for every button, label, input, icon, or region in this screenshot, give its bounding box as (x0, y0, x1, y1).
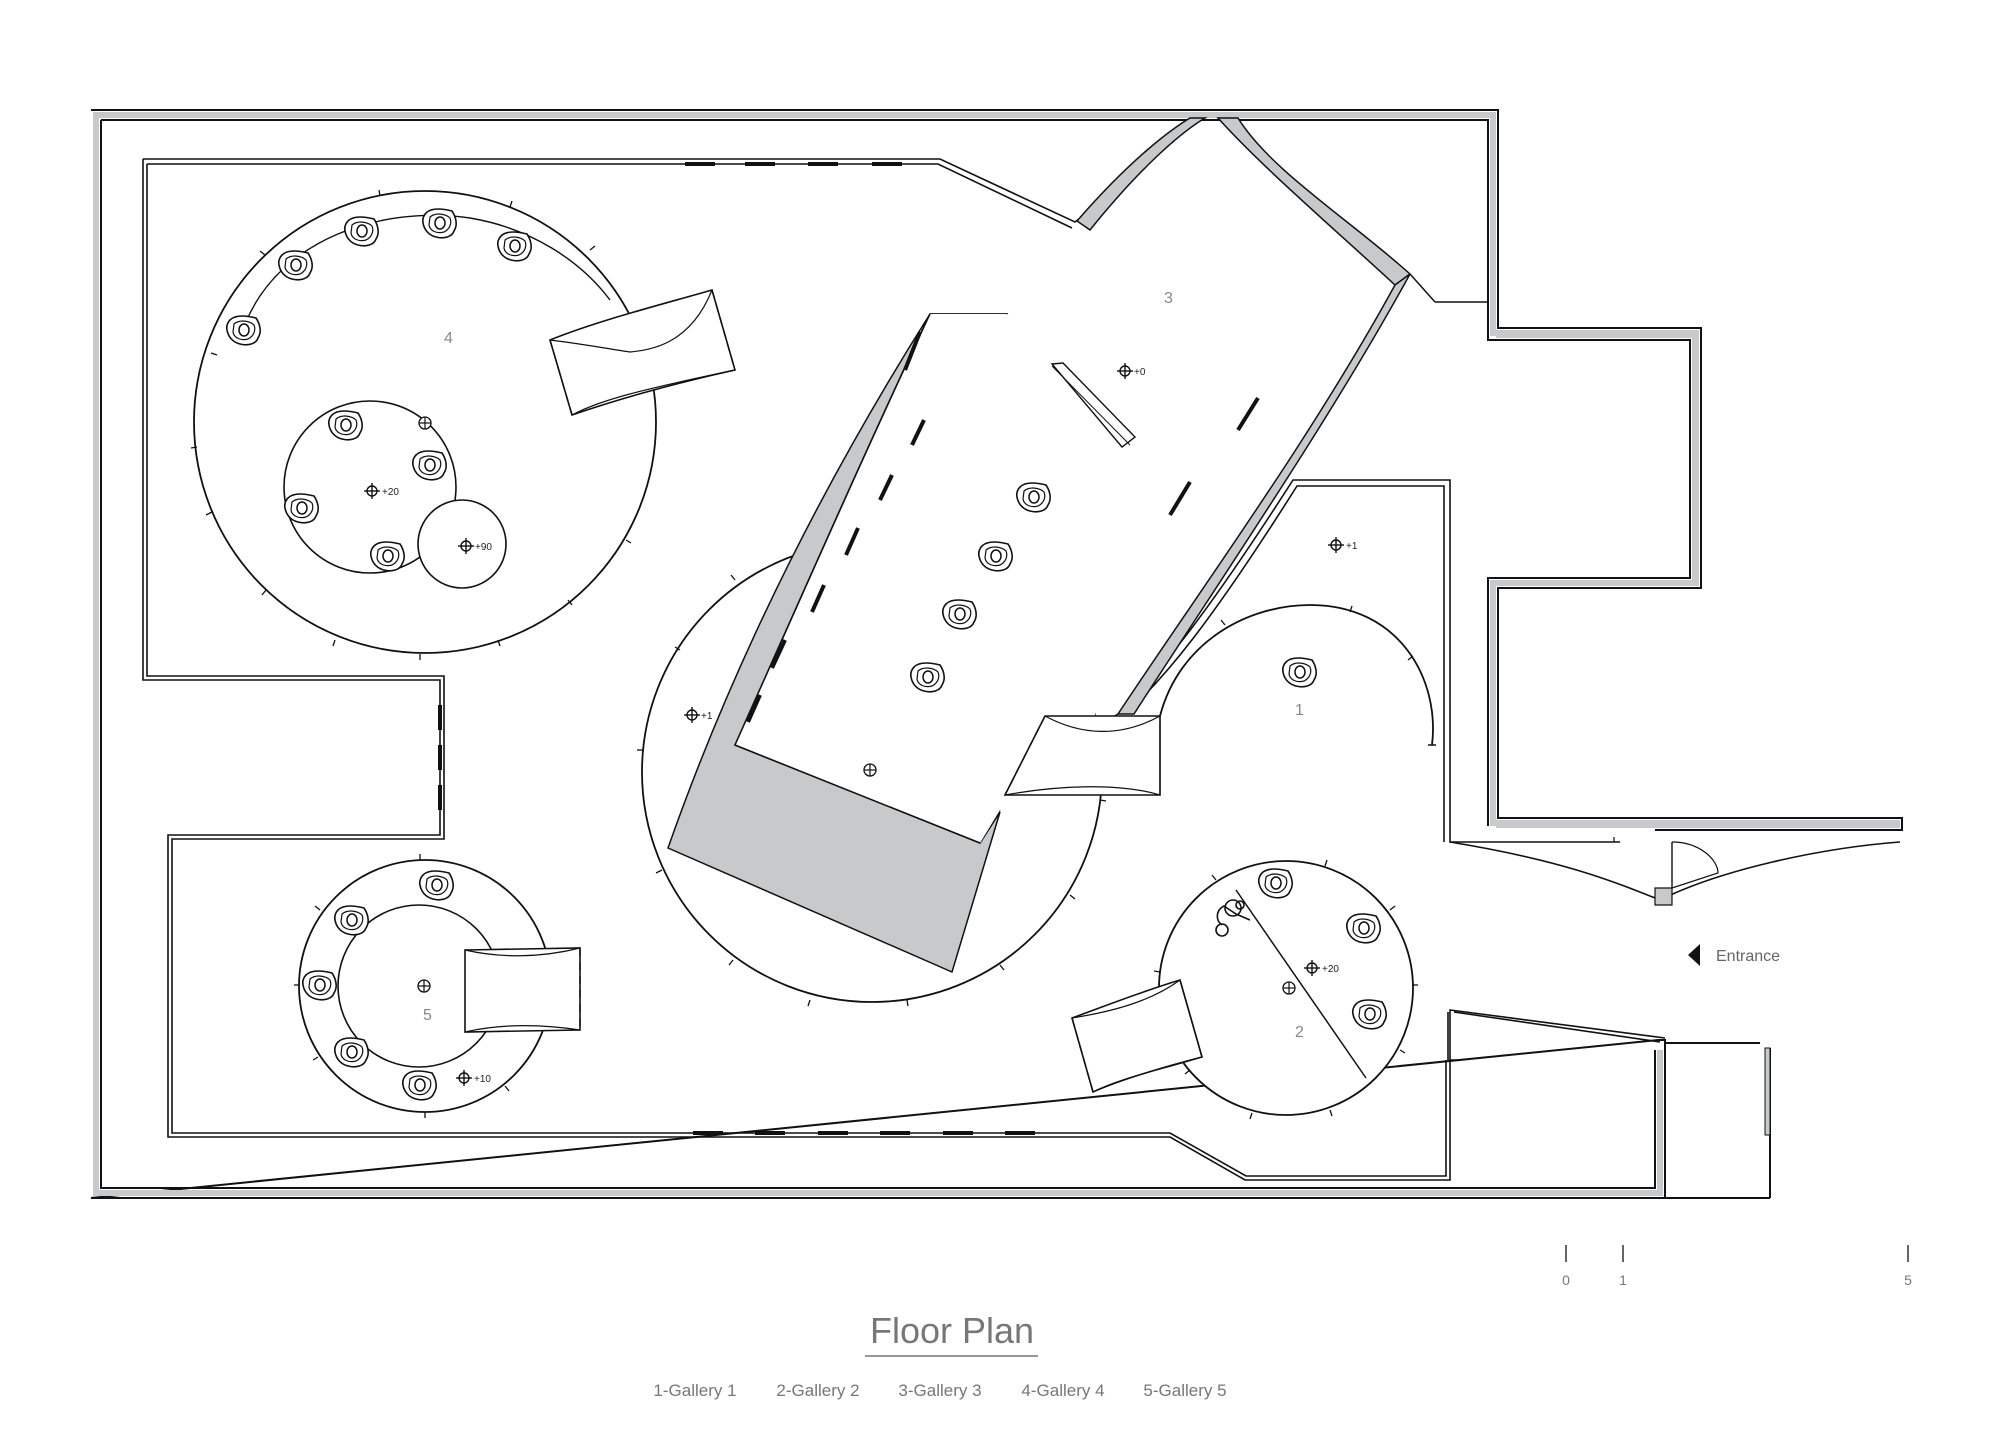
scale-label: 5 (1904, 1272, 1912, 1288)
gallery-number: 2 (1295, 1024, 1304, 1041)
gallery1-enclosure-wall (1129, 479, 1620, 843)
elevation-label: +20 (1322, 964, 1339, 975)
gallery-5: +10 5 (294, 854, 581, 1118)
legend-item: 3-Gallery 3 (898, 1381, 981, 1400)
elevation-label: +20 (382, 487, 399, 498)
gallery-2: +20 2 (1071, 859, 1418, 1120)
entrance-arrow-icon (1688, 944, 1700, 966)
gallery-number: 1 (1295, 702, 1304, 719)
gallery-4: +20 +90 4 (190, 189, 737, 660)
plan-title: Floor Plan (870, 1310, 1034, 1351)
entrance-label: Entrance (1716, 948, 1780, 965)
elevation-label: +90 (475, 542, 492, 553)
elevation-label: +1 (701, 711, 713, 722)
legend-item: 1-Gallery 1 (653, 1381, 736, 1400)
scale-label: 1 (1619, 1272, 1627, 1288)
gallery-3: +0 +1 3 (637, 290, 1173, 1007)
gallery3-curved-wall (1044, 117, 1488, 771)
legend: 1-Gallery 1 2-Gallery 2 3-Gallery 3 4-Ga… (653, 1381, 1226, 1400)
wheelchair-icon (1215, 899, 1251, 937)
outer-wall (90, 109, 1903, 1199)
gallery-number: 5 (423, 1007, 432, 1024)
gallery-1: +1 1 (1159, 536, 1436, 746)
legend-item: 2-Gallery 2 (776, 1381, 859, 1400)
legend-item: 4-Gallery 4 (1021, 1381, 1104, 1400)
elevation-label: +1 (1346, 541, 1358, 552)
elevation-label: +0 (1134, 367, 1146, 378)
scale-label: 0 (1562, 1272, 1570, 1288)
scale-bar: 0 1 5 (1562, 1245, 1912, 1288)
gallery-number: 3 (1164, 290, 1173, 307)
wall-display-panels (438, 162, 1260, 1135)
inner-wall (142, 158, 1666, 1181)
gallery-number: 4 (444, 330, 453, 347)
entrance: Entrance (1449, 837, 1901, 966)
elevation-label: +10 (474, 1074, 491, 1085)
legend-item: 5-Gallery 5 (1143, 1381, 1226, 1400)
